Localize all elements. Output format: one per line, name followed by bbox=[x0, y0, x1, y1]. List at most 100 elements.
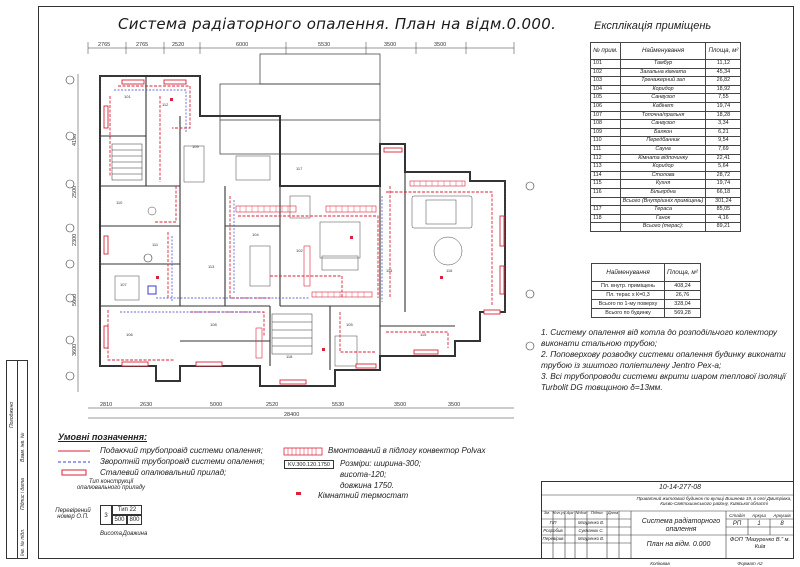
explication-row: Всього (терас):89,21 bbox=[590, 222, 742, 232]
explication-cell-area: 22,41 bbox=[705, 153, 742, 164]
legend-size-width: Розміри: ширина-300; bbox=[340, 459, 421, 468]
notes: 1. Систему опалення від котла до розподі… bbox=[541, 327, 793, 393]
dim-left-5: 3600 bbox=[72, 344, 78, 356]
radiator-caption: Тип конструкції опалювального приладу bbox=[76, 479, 146, 491]
explication-cell-num: 108 bbox=[590, 119, 621, 129]
summary-cell-name: Всього по будинку bbox=[591, 308, 665, 318]
legend-radiator: Сталевий опалювальний прилад; bbox=[100, 468, 227, 477]
explication-cell-num: 107 bbox=[590, 110, 621, 121]
summary-cell-name: Всього по 1-му поверху bbox=[591, 299, 665, 309]
note-2: 2. Поповерхову розводку системи опалення… bbox=[541, 349, 786, 370]
dim-left-4: 5680 bbox=[72, 294, 78, 306]
header-qty: Кол.уч bbox=[553, 510, 565, 515]
explication-cell-num: 111 bbox=[590, 144, 621, 155]
explication-cell-area: 301,24 bbox=[705, 196, 742, 207]
explication-row: Всього (Внутрішніх приміщень)301,24 bbox=[590, 196, 742, 207]
side-label-signature: Підпис і дата bbox=[20, 478, 26, 510]
dim-bottom-4: 2520 bbox=[266, 402, 278, 408]
author-label: Перевірений номер О.П. bbox=[55, 508, 91, 520]
drawing-title: Система радіаторного опалення. План на в… bbox=[118, 15, 557, 33]
axis-height-label: Висота bbox=[100, 531, 122, 537]
svg-text:107: 107 bbox=[120, 282, 127, 287]
side-label-replace: Взам. інв. № bbox=[20, 432, 26, 462]
explication-cell-area: 66,18 bbox=[705, 187, 742, 198]
dim-bottom-total: 28400 bbox=[284, 412, 299, 418]
explication-cell-num: 115 bbox=[590, 179, 621, 189]
explication-cell-name: Ганок bbox=[619, 213, 707, 224]
legend-size-height: висота-120; bbox=[340, 470, 387, 479]
header-change: Зм. bbox=[543, 510, 551, 515]
explication-cell-name: Тамбур bbox=[619, 59, 707, 69]
header-signature: Підпис bbox=[590, 510, 604, 515]
summary-header-area: Площа, м² bbox=[664, 263, 701, 282]
dim-top-3: 2520 bbox=[172, 42, 184, 48]
explication-cell-num: 113 bbox=[590, 162, 621, 172]
legend-thermostat: Кімнатний термостат bbox=[318, 491, 409, 500]
dim-left-3: 2300 bbox=[72, 234, 78, 246]
project-code: 10-14-277-08 bbox=[658, 484, 702, 491]
radiator-size-2: 800 bbox=[127, 515, 142, 525]
dim-left-2: 2500 bbox=[72, 186, 78, 198]
summary-cell-area: 408,24 bbox=[664, 281, 701, 291]
project-description: Приватний житловий будинок по вулиці Виш… bbox=[636, 496, 792, 507]
dim-bottom-2: 2630 bbox=[140, 402, 152, 408]
summary-header-name: Найменування bbox=[591, 263, 665, 282]
explication-cell-name: Тренажерний зал bbox=[619, 76, 707, 86]
role-developed: Розробив bbox=[543, 528, 563, 533]
dim-bottom-6: 3500 bbox=[394, 402, 406, 408]
explication-cell-num: 106 bbox=[590, 101, 621, 112]
svg-text:113: 113 bbox=[208, 264, 215, 269]
explication-cell-area: 4,16 bbox=[705, 213, 742, 224]
summary-cell-name: Пл. терас х К=0,3 bbox=[591, 290, 665, 300]
explication-cell-num: 104 bbox=[590, 84, 621, 95]
summary-cell-area: 569,28 bbox=[664, 308, 701, 318]
sheet-frame bbox=[38, 6, 794, 559]
title-block bbox=[541, 481, 794, 559]
explication-cell-name: Санвузол bbox=[619, 119, 707, 129]
svg-text:106: 106 bbox=[126, 332, 133, 337]
sheets-value: 8 bbox=[780, 521, 784, 527]
explication-cell-area: 6,21 bbox=[705, 127, 742, 138]
explication-cell-num: 101 bbox=[590, 59, 621, 69]
axis-length-label: Довжина bbox=[122, 531, 148, 537]
side-label-approved: Погоджено bbox=[9, 401, 15, 428]
explication-cell-area: 11,12 bbox=[705, 59, 742, 69]
svg-text:110: 110 bbox=[116, 200, 123, 205]
svg-text:105: 105 bbox=[346, 322, 353, 327]
dim-top-6: 3500 bbox=[384, 42, 396, 48]
plan-title: План на відм. 0.000 bbox=[646, 541, 711, 548]
explication-cell-area: 89,21 bbox=[705, 222, 742, 232]
explication-cell-num: 110 bbox=[590, 136, 621, 146]
explication-cell-name: Тераса bbox=[619, 205, 707, 215]
note-1: 1. Систему опалення від котла до розподі… bbox=[541, 327, 778, 348]
svg-text:108: 108 bbox=[210, 322, 217, 327]
svg-text:112: 112 bbox=[162, 102, 169, 107]
sheet-label: Аркуш bbox=[752, 513, 766, 518]
name-gip: Мазуренко В. bbox=[577, 520, 605, 525]
explication-cell-area: 85,05 bbox=[705, 205, 742, 215]
explication-cell-num: 112 bbox=[590, 153, 621, 164]
explication-cell-area: 18,92 bbox=[705, 84, 742, 95]
stage-value: РП bbox=[732, 521, 742, 527]
explication-cell-area: 19,74 bbox=[705, 101, 742, 112]
dim-top-2: 2765 bbox=[136, 42, 148, 48]
explication-cell-name: Кімната відпочинку bbox=[619, 153, 707, 164]
explication-cell-name: Коридор bbox=[619, 162, 707, 172]
dim-top-7: 3500 bbox=[434, 42, 446, 48]
explication-header-area: Площа, м² bbox=[705, 42, 742, 60]
stage-label: Стадія bbox=[729, 513, 745, 518]
dim-top-1: 2765 bbox=[98, 42, 110, 48]
explication-cell-area: 5,64 bbox=[705, 162, 742, 172]
copied-label: Копіював bbox=[650, 561, 670, 566]
explication-cell-name: Загальна кімната bbox=[619, 67, 707, 78]
radiator-size-1: 500 bbox=[112, 515, 127, 525]
